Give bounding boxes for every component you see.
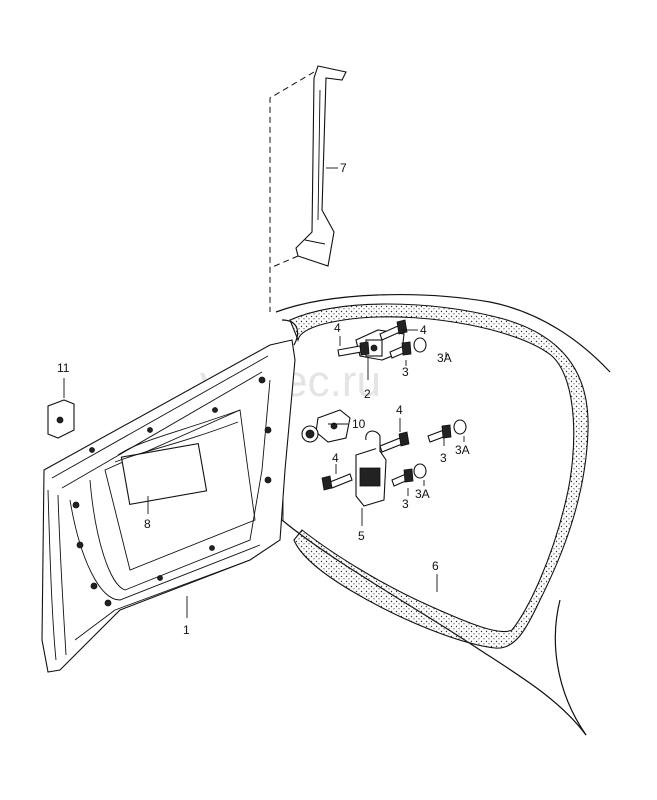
leader-7-dashed-b bbox=[269, 255, 299, 269]
door-frame bbox=[41, 339, 296, 673]
callout-3-middle: 3 bbox=[440, 451, 447, 465]
bolt-middle bbox=[379, 431, 410, 453]
callout-4-upper-left: 4 bbox=[334, 321, 341, 335]
bolt-lower bbox=[321, 473, 353, 491]
leader-lines bbox=[63, 167, 465, 618]
callout-3A-lower: 3A bbox=[415, 487, 430, 501]
callout-7: 7 bbox=[340, 161, 347, 175]
callout-3A-upper: 3A bbox=[437, 351, 452, 365]
callout-3-lower: 3 bbox=[402, 497, 409, 511]
check-strap-bracket bbox=[295, 65, 347, 267]
callout-6: 6 bbox=[432, 559, 439, 573]
callout-4-lower: 4 bbox=[332, 451, 339, 465]
door-seal bbox=[289, 303, 589, 649]
callout-3-upper: 3 bbox=[402, 365, 409, 379]
callout-11: 11 bbox=[57, 361, 70, 375]
door-check-pad bbox=[301, 409, 351, 443]
callout-1: 1 bbox=[183, 623, 190, 637]
washer-upper bbox=[413, 337, 427, 353]
nut-middle bbox=[427, 424, 452, 443]
nut-lower bbox=[391, 468, 414, 487]
callout-5: 5 bbox=[358, 529, 365, 543]
nut-upper bbox=[389, 341, 412, 359]
lower-hinge bbox=[355, 430, 387, 507]
inner-panel bbox=[120, 442, 208, 506]
callout-4-middle: 4 bbox=[396, 403, 403, 417]
callout-8: 8 bbox=[144, 517, 151, 531]
callout-4-upper-right: 4 bbox=[420, 323, 427, 337]
callout-3A-middle: 3A bbox=[455, 443, 470, 457]
callout-2: 2 bbox=[364, 387, 371, 401]
bolt-upper-right bbox=[379, 319, 408, 341]
washer-middle bbox=[453, 419, 467, 435]
callouts: 1 2 3 3 3 3A 3A 3A 4 4 4 4 5 6 7 8 10 11 bbox=[57, 161, 470, 637]
leader-7-dashed bbox=[269, 71, 315, 312]
washer-lower bbox=[413, 463, 427, 479]
hinge-bracket bbox=[47, 399, 75, 439]
callout-10: 10 bbox=[352, 417, 366, 431]
bolt-upper-left bbox=[337, 341, 370, 357]
